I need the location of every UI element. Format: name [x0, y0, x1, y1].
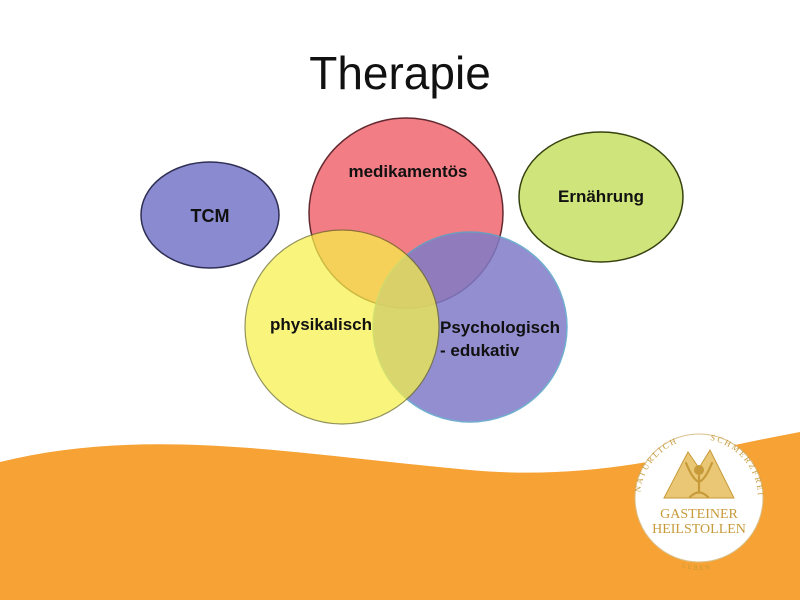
medikamentoes-label: medikamentös [348, 162, 467, 181]
tcm-circle [140, 161, 280, 269]
psychologisch-label-line2: - edukativ [440, 341, 520, 360]
psychologisch-label-line1: Psychologisch [440, 318, 560, 337]
logo-name-line2: HEILSTOLLEN [652, 522, 746, 537]
physikalisch-label: physikalisch [270, 315, 372, 334]
orange-wave [0, 432, 800, 600]
tcm-label: TCM [191, 206, 230, 226]
ernaehrung-label: Ernährung [558, 187, 644, 206]
ernaehrung-circle [518, 131, 684, 263]
logo-arc-text-bottom: LEBEN [681, 562, 712, 572]
slide-title: Therapie [309, 47, 491, 99]
logo-name-line1: GASTEINER [660, 507, 738, 522]
physikalisch-circle [244, 229, 440, 425]
